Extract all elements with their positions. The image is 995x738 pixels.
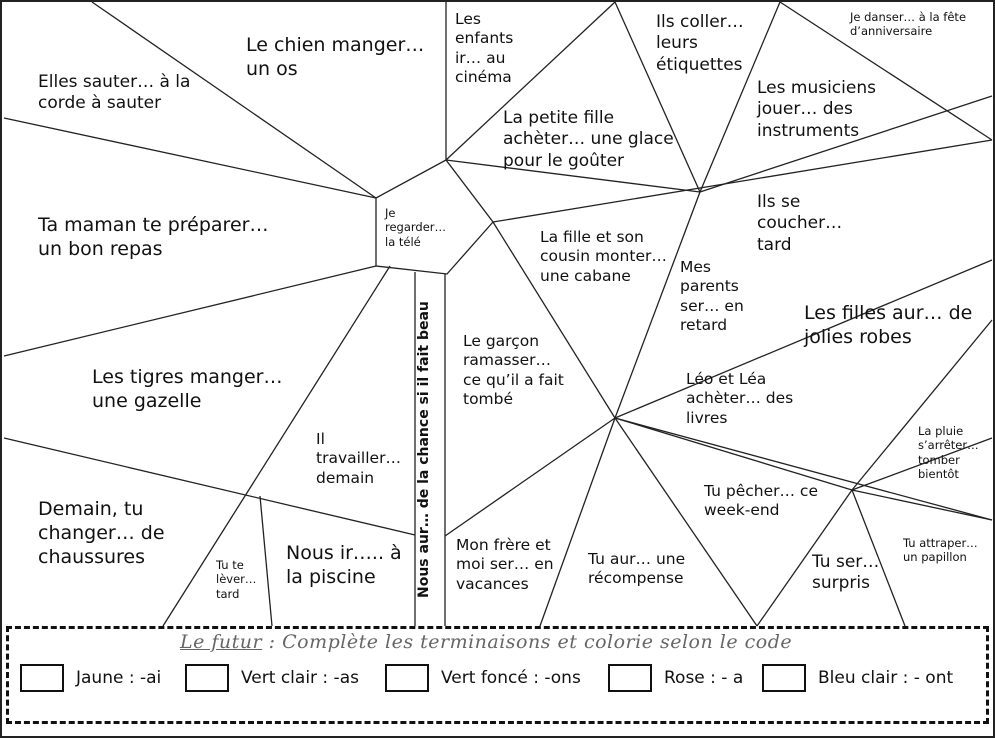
cell-tu-pecher: Tu pêcher… ce week-end <box>704 482 818 520</box>
legend-box <box>6 626 989 724</box>
cell-ta-maman: Ta maman te préparer… un bon repas <box>38 214 269 260</box>
cell-les-tigres: Les tigres manger… une gazelle <box>92 366 283 412</box>
cell-je-danser: Je danser… à la fête d’anniversaire <box>850 10 967 39</box>
legend-label: Rose : - a <box>664 668 744 688</box>
cell-ils-se-coucher: Ils se coucher… tard <box>757 192 843 255</box>
cell-nous-ir: Nous ir….. à la piscine <box>286 542 402 588</box>
cell-je-regarder: Je regarder… la télé <box>385 206 447 249</box>
cell-leo-et-lea: Léo et Léa achèter… des livres <box>686 370 794 427</box>
color-swatch[interactable] <box>608 664 652 692</box>
cell-il-travailler: Il travailler… demain <box>316 430 401 487</box>
legend-key-vert-clair[interactable]: Vert clair : -as <box>185 661 359 695</box>
cell-les-musiciens: Les musiciens jouer… des instruments <box>757 78 876 141</box>
cell-le-chien: Le chien manger… un os <box>246 34 425 80</box>
cell-la-pluie: La pluie s’arrêter… tomber bientôt <box>918 424 979 482</box>
color-swatch[interactable] <box>20 664 64 692</box>
legend-label: Vert foncé : -ons <box>441 668 581 688</box>
legend-label: Bleu clair : - ont <box>818 668 954 688</box>
cell-nous-aur-vertical: Nous aur… de la chance si il fait beau <box>416 301 432 598</box>
legend-key-rose[interactable]: Rose : - a <box>608 661 743 695</box>
cell-mes-parents: Mes parents ser… en retard <box>680 258 744 335</box>
cell-la-fille-et-son-cousin: La fille et son cousin monter… une caban… <box>540 228 667 285</box>
legend-label: Vert clair : -as <box>241 668 359 688</box>
legend-key-jaune[interactable]: Jaune : -ai <box>20 661 161 695</box>
color-swatch[interactable] <box>385 664 429 692</box>
color-swatch[interactable] <box>185 664 229 692</box>
cell-les-enfants: Les enfants ir… au cinéma <box>455 10 514 87</box>
cell-la-petite-fille: La petite fille achèter… une glace pour … <box>503 108 674 171</box>
legend-title: Le futur : Complète les terminaisons et … <box>180 631 792 653</box>
cell-tu-te-lever: Tu te lèver… tard <box>216 558 257 601</box>
legend-key-vert-fonce[interactable]: Vert foncé : -ons <box>385 661 581 695</box>
cell-tu-attraper: Tu attraper… un papillon <box>903 536 978 565</box>
center-pentagon <box>375 159 494 275</box>
legend-key-bleu-clair[interactable]: Bleu clair : - ont <box>762 661 953 695</box>
cell-tu-ser: Tu ser… surpris <box>812 552 880 594</box>
cell-le-garcon: Le garçon ramasser… ce qu’il a fait tomb… <box>463 332 564 409</box>
color-swatch[interactable] <box>762 664 806 692</box>
cell-ils-coller: Ils coller… leurs étiquettes <box>656 12 744 75</box>
cell-demain-tu: Demain, tu changer… de chaussures <box>38 498 165 568</box>
cell-mon-frere: Mon frère et moi ser… en vacances <box>456 536 554 593</box>
legend-title-rest: : Complète les terminaisons et colorie s… <box>262 631 793 653</box>
cell-tu-aur: Tu aur… une récompense <box>588 550 686 588</box>
cell-elles-sauter: Elles sauter… à la corde à sauter <box>38 72 191 114</box>
legend-title-prefix: Le futur <box>180 631 263 653</box>
legend-label: Jaune : -ai <box>76 668 162 688</box>
cell-les-filles-aur: Les filles aur… de jolies robes <box>804 302 973 348</box>
